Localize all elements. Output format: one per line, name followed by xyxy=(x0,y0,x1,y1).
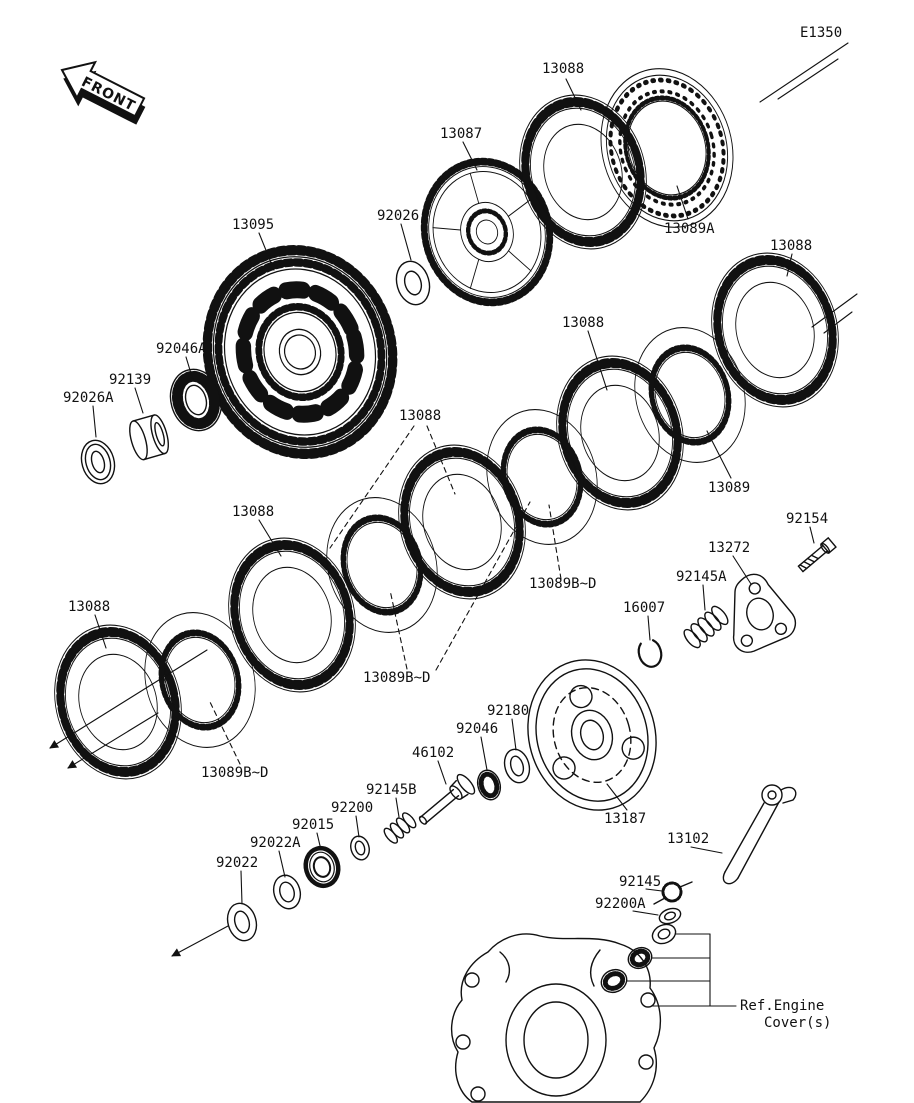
part-label-13088-center: 13088 xyxy=(399,408,442,424)
clutch-hub-shape xyxy=(408,147,566,318)
washer-shape xyxy=(658,907,682,925)
part-label-13089bd-3: 13089B~D xyxy=(201,765,269,781)
part-label-13088-top: 13088 xyxy=(542,61,585,77)
leader-lines xyxy=(92,78,815,916)
part-label-92026a: 92026A xyxy=(63,390,114,406)
friction-plate-shape xyxy=(381,430,543,614)
part-label-46102: 46102 xyxy=(412,745,455,761)
part-label-13089bd-2: 13089B~D xyxy=(363,670,431,686)
part-label-92145a: 92145A xyxy=(676,569,727,585)
nut-shape xyxy=(303,845,341,889)
washer-shape xyxy=(503,748,531,784)
part-label-92145: 92145 xyxy=(619,874,662,890)
part-label-92154: 92154 xyxy=(786,511,829,527)
washer-shape xyxy=(395,260,431,306)
part-label-13095: 13095 xyxy=(232,217,275,233)
part-label-92139: 92139 xyxy=(109,372,152,388)
torsion-spring-shape xyxy=(653,881,693,905)
washer-shape xyxy=(350,835,370,861)
part-label-13087: 13087 xyxy=(440,126,483,142)
clutch-housing-shape xyxy=(183,228,416,476)
bolt-shape xyxy=(797,536,837,573)
part-label-16007: 16007 xyxy=(623,600,666,616)
part-label-13102: 13102 xyxy=(667,831,710,847)
part-label-13088-right: 13088 xyxy=(770,238,813,254)
steel-plate-shape xyxy=(311,484,453,645)
part-label-13088-mid: 13088 xyxy=(562,315,605,331)
ref-bracket-lines xyxy=(626,933,737,1007)
part-label-92015: 92015 xyxy=(292,817,335,833)
part-label-13187: 13187 xyxy=(604,811,647,827)
part-label-92022a: 92022A xyxy=(250,835,301,851)
part-label-92200a: 92200A xyxy=(595,896,646,912)
part-label-92026: 92026 xyxy=(377,208,420,224)
part-label-13088-lower: 13088 xyxy=(232,504,275,520)
snap-ring-shape xyxy=(637,638,663,668)
friction-plate-shape xyxy=(539,341,701,525)
washer-shape xyxy=(80,439,116,485)
perforated-plate-shape xyxy=(583,53,752,243)
part-label-92022: 92022 xyxy=(216,855,259,871)
part-label-92046a: 92046A xyxy=(156,341,207,357)
steel-plate-shape xyxy=(471,396,613,557)
part-label-92145b: 92145B xyxy=(366,782,417,798)
axis-arrow-lines xyxy=(49,42,858,957)
part-label-13089a: 13089A xyxy=(664,221,715,237)
engine-cover-shape xyxy=(451,933,662,1103)
part-label-92046: 92046 xyxy=(456,721,499,737)
friction-plate-shape xyxy=(211,523,373,707)
pressure-plate-shape xyxy=(527,659,657,811)
part-label-13089bd-1: 13089B~D xyxy=(529,576,597,592)
coil-spring-shape xyxy=(383,812,417,844)
push-rod-shape xyxy=(418,773,476,825)
friction-plate-shape xyxy=(694,238,856,422)
release-lever-shape xyxy=(722,784,797,885)
part-label-92180: 92180 xyxy=(487,703,530,719)
front-arrow-icon xyxy=(60,60,146,125)
washer-shape xyxy=(272,874,302,910)
ref-engine-cover-label-line2: Cover(s) xyxy=(764,1015,832,1031)
bearing-shape xyxy=(476,769,502,801)
figure-code: E1350 xyxy=(800,25,843,41)
washer-shape xyxy=(226,902,258,942)
needle-bearing-shape xyxy=(169,368,223,432)
part-label-13088-left: 13088 xyxy=(68,599,111,615)
coil-spring-shape xyxy=(683,605,729,649)
spacer-shape xyxy=(129,414,170,461)
ref-engine-cover-label-line1: Ref.Engine xyxy=(740,998,825,1014)
part-label-13272: 13272 xyxy=(708,540,751,556)
cover-bearing-stack xyxy=(600,923,677,994)
part-label-92200: 92200 xyxy=(331,800,374,816)
part-label-13089: 13089 xyxy=(708,480,751,496)
steel-plate-shape xyxy=(619,314,761,475)
spring-plate-shape xyxy=(732,573,797,653)
